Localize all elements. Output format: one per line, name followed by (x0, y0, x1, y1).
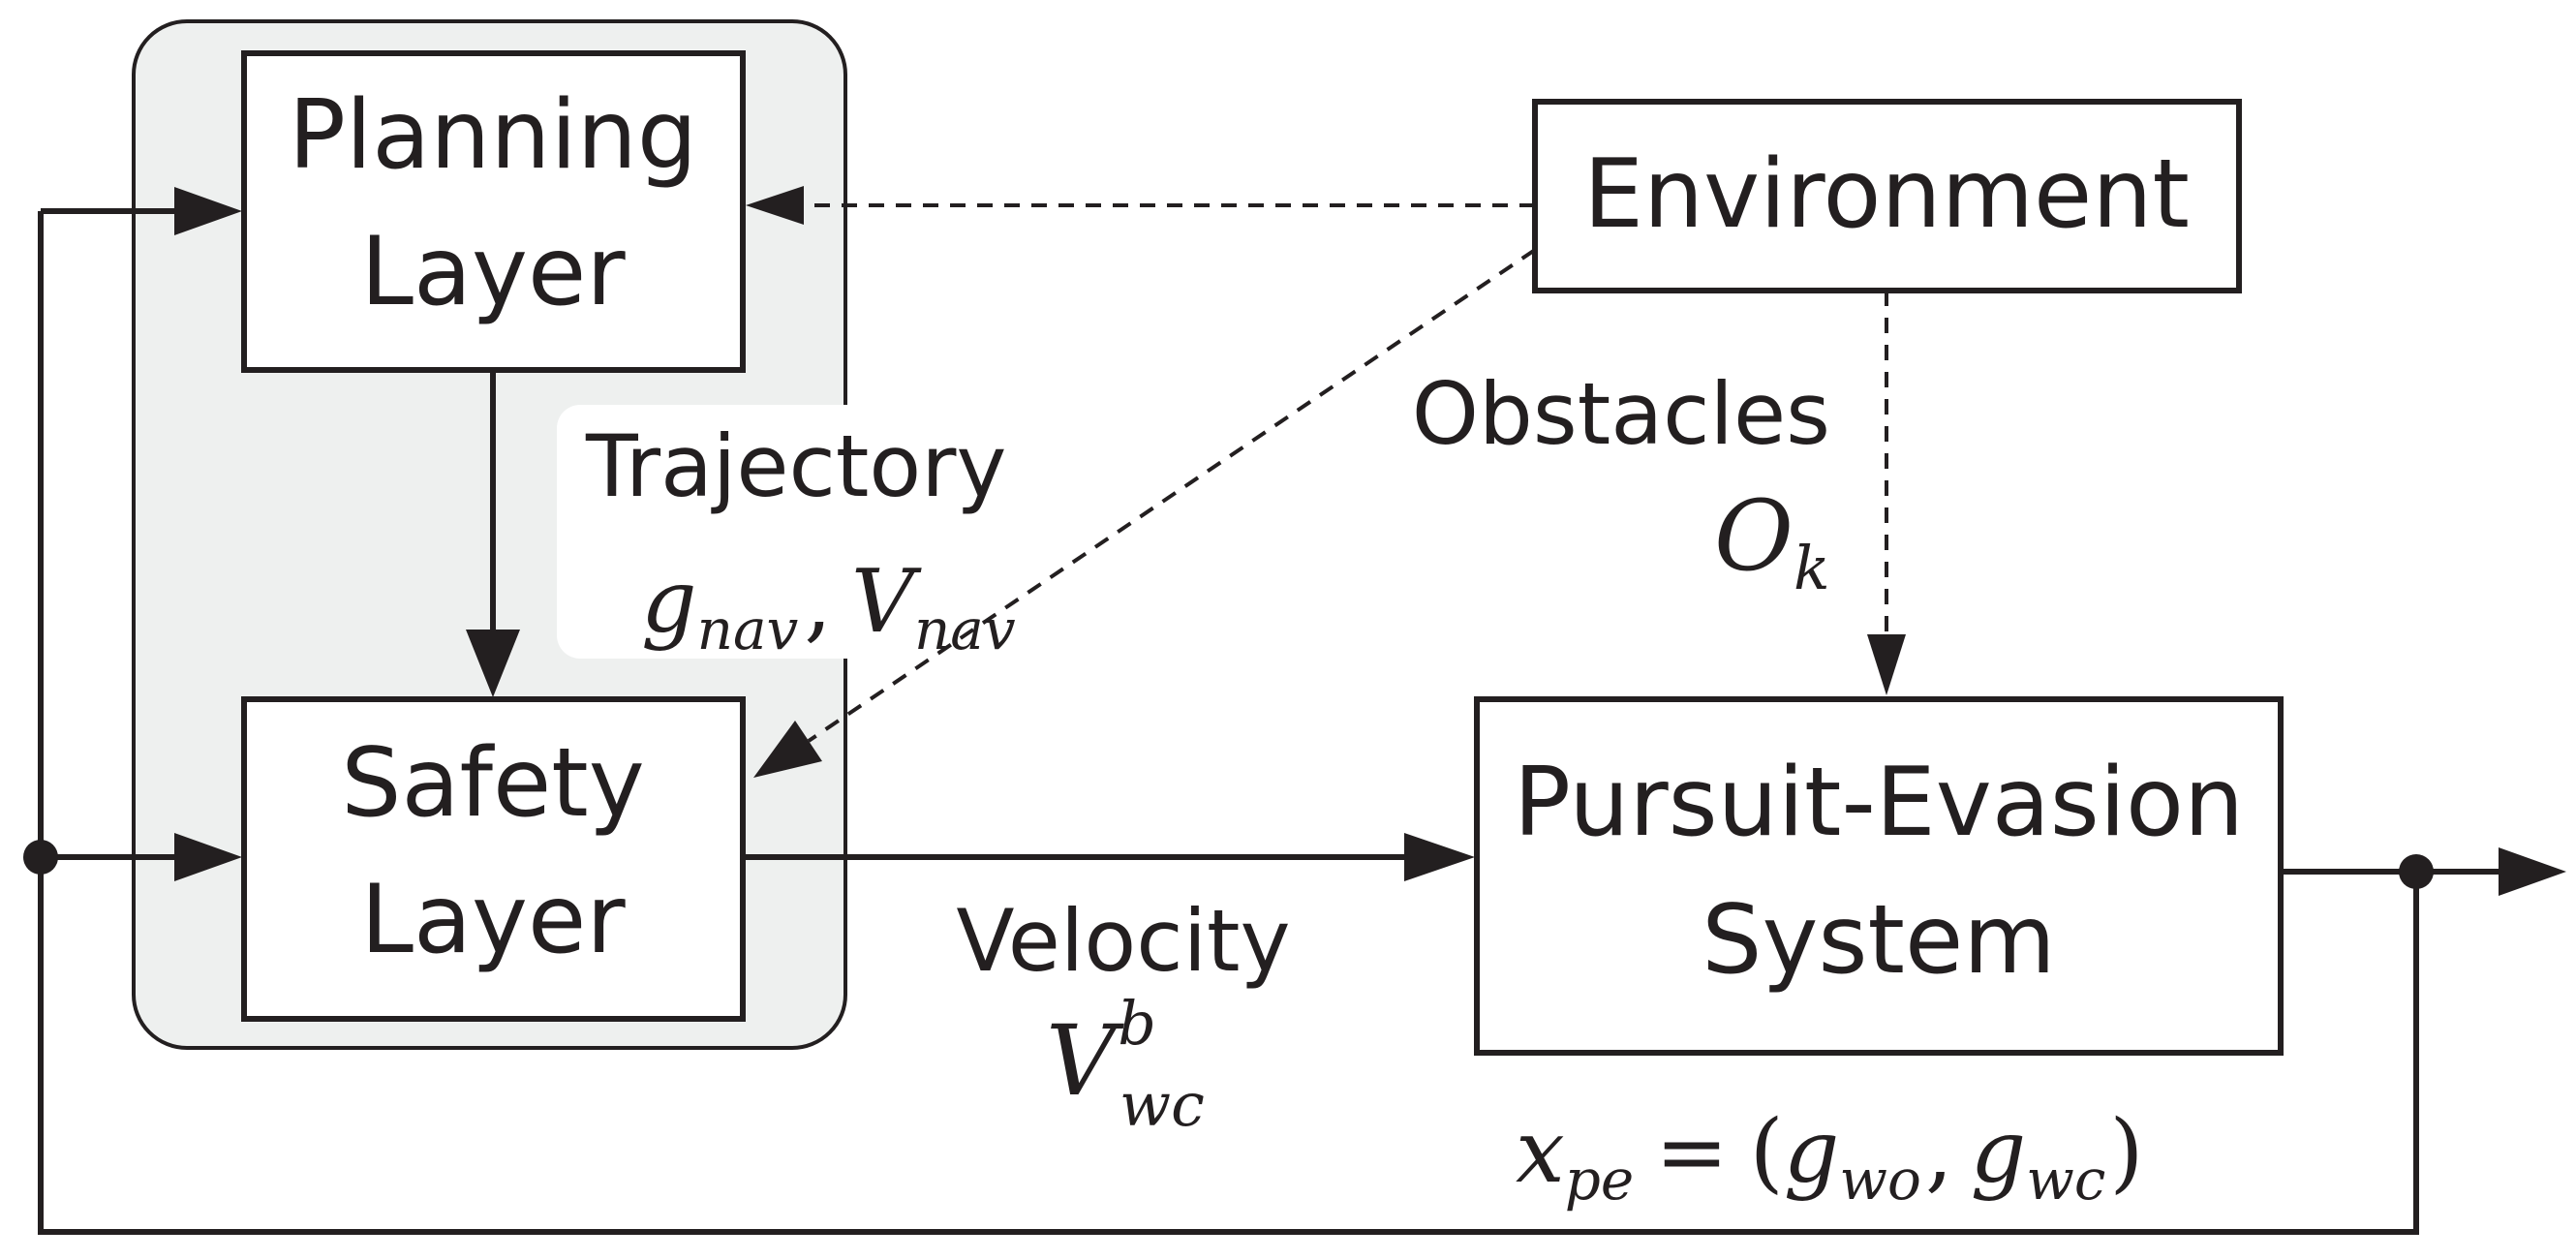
pursuit-evasion-label-1: Pursuit-Evasion (1514, 748, 2244, 858)
planning-layer-label-2: Layer (360, 217, 626, 327)
obstacles-o: O (1714, 479, 1794, 593)
velocity-label: Velocity (956, 891, 1290, 991)
state-g1: g (1784, 1101, 1840, 1203)
environment-to-pursuit-arrowhead (1867, 634, 1906, 695)
safety-layer-label-2: Layer (360, 865, 626, 975)
output-arrowhead (2499, 847, 2566, 896)
state-math: xpe=(gwo,gwc) (1516, 1101, 2143, 1213)
trajectory-g-sub: nav (697, 597, 799, 662)
trajectory-label-backdrop (557, 405, 876, 659)
obstacles-o-sub: k (1794, 533, 1830, 603)
state-lparen: ( (1750, 1101, 1784, 1203)
trajectory-math: gnav,Vnav (641, 551, 1016, 662)
state-g2: g (1971, 1101, 2027, 1203)
feedback-junction-dot (23, 840, 58, 875)
state-comma: , (1925, 1101, 1953, 1203)
planning-to-safety-arrowhead (466, 630, 520, 697)
trajectory-sep: , (804, 551, 832, 653)
state-eq: = (1655, 1101, 1728, 1203)
pursuit-evasion-box[interactable] (1474, 696, 2284, 1056)
state-x: x (1516, 1101, 1565, 1203)
pursuit-evasion-label-2: System (1702, 885, 2055, 996)
state-g2-sub: wc (2026, 1147, 2105, 1213)
feedback-to-safety-arrowhead (174, 833, 242, 881)
environment-to-safety-line (807, 248, 1537, 743)
velocity-math: Vb wc (1046, 988, 1205, 1140)
trajectory-label: Trajectory (585, 416, 1007, 516)
planning-layer-box[interactable] (241, 50, 746, 373)
feedback-loop-line (38, 211, 2419, 1235)
state-g1-sub: wo (1839, 1147, 1921, 1213)
environment-to-planning-arrowhead (746, 186, 804, 225)
feedback-to-planning-arrowhead (174, 187, 242, 235)
state-rparen: ) (2109, 1101, 2143, 1203)
environment-to-safety-arrowhead (753, 721, 822, 778)
planning-layer-label-1: Planning (289, 80, 697, 191)
trajectory-v: V (851, 551, 922, 653)
velocity-v: V (1046, 1004, 1124, 1118)
trajectory-v-sub: nav (914, 597, 1016, 662)
safety-to-pursuit-arrowhead (1404, 833, 1475, 881)
velocity-v-sub: wc (1119, 1069, 1205, 1140)
state-x-sub: pe (1565, 1147, 1634, 1213)
environment-label: Environment (1583, 139, 2190, 250)
obstacles-label: Obstacles (1412, 364, 1830, 464)
obstacles-math: Ok (1714, 479, 1830, 603)
velocity-v-sup: b (1118, 988, 1156, 1059)
trajectory-g: g (641, 551, 697, 653)
safety-layer-label-1: Safety (341, 728, 644, 839)
